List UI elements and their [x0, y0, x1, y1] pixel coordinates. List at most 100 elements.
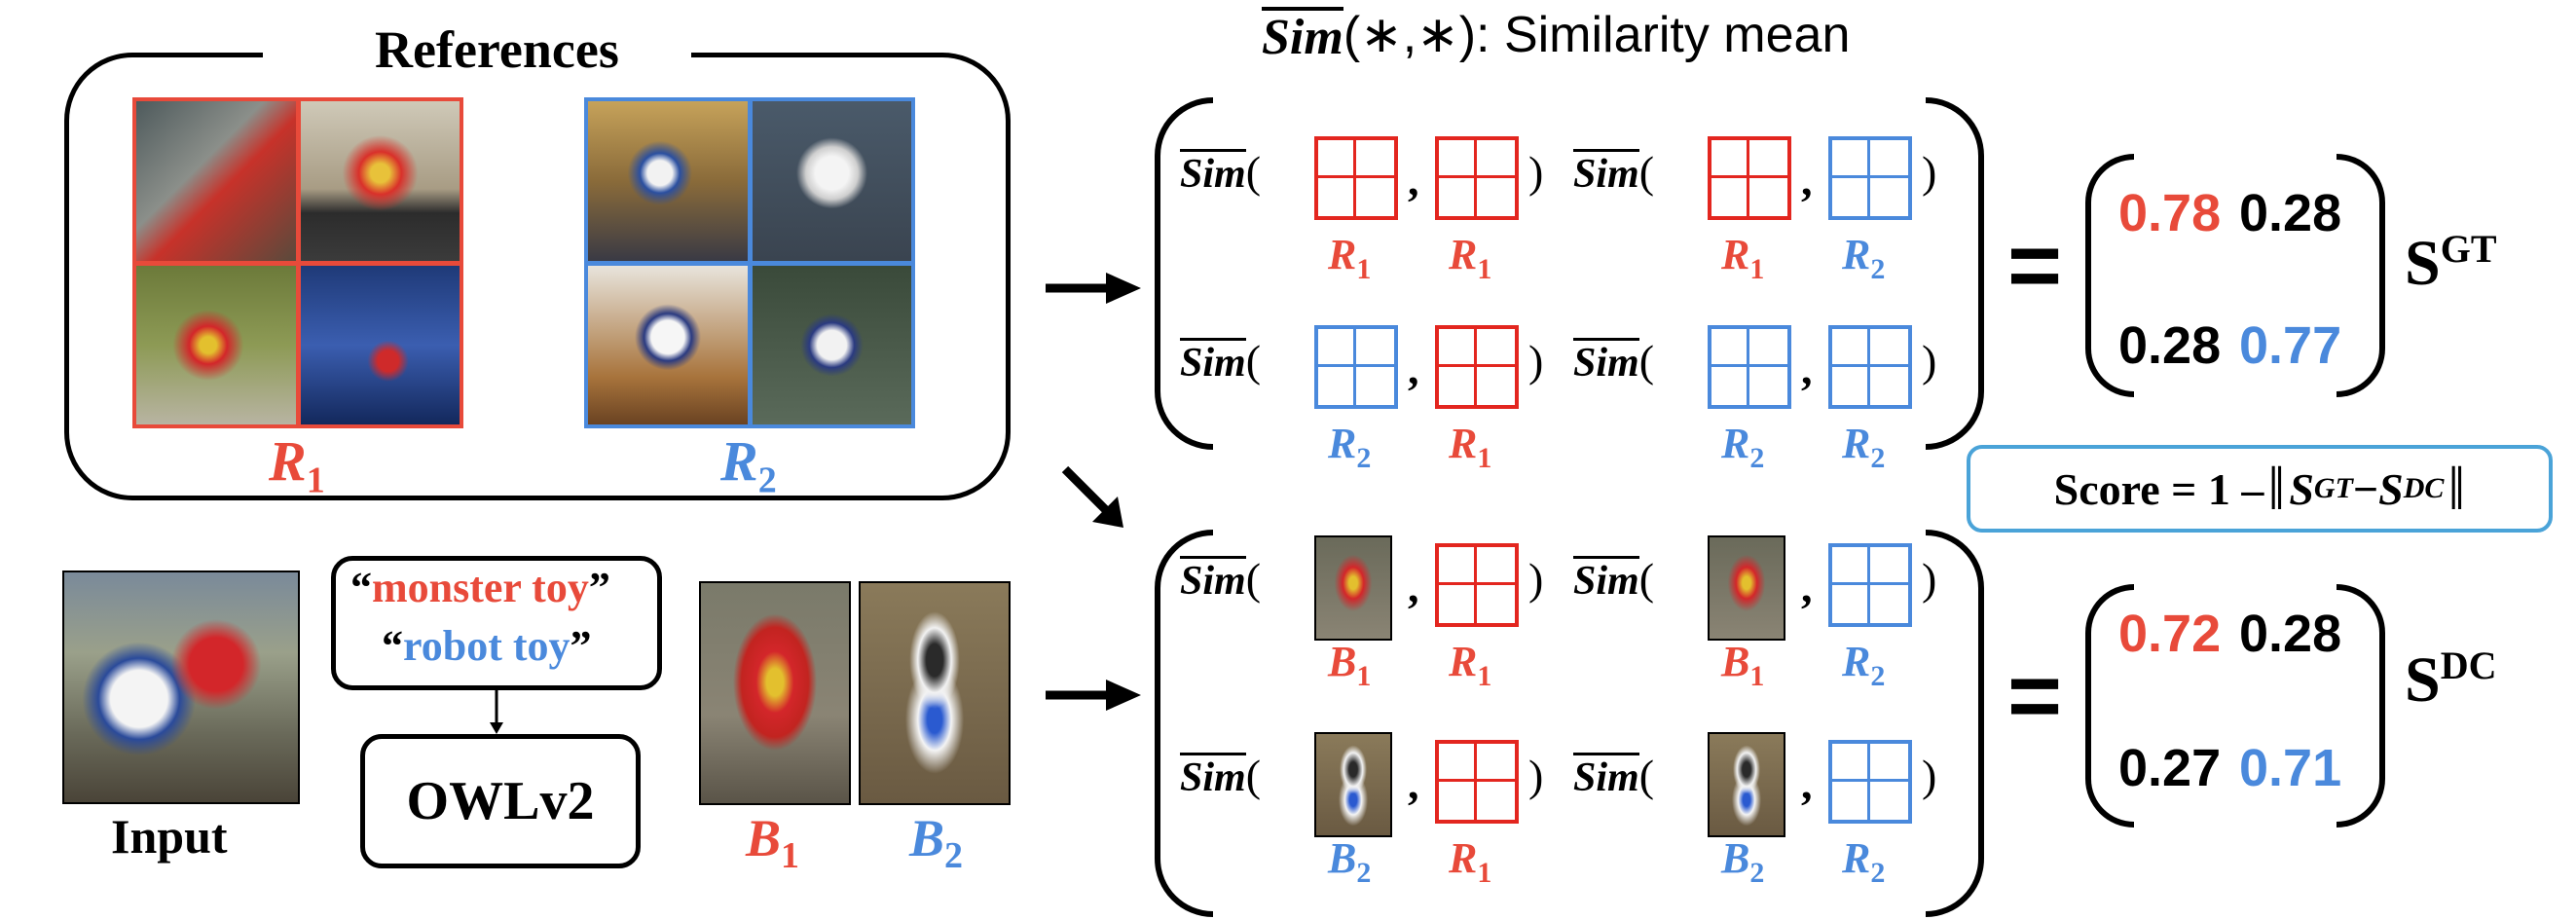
comma-gt-22: , [1801, 344, 1813, 393]
comma-dc-11: , [1408, 562, 1419, 611]
gt-value-12: 0.28 [2239, 184, 2342, 242]
references-title-gap [263, 39, 691, 68]
dc-matrix-right-paren [2337, 584, 2385, 828]
b1-label: B1 [746, 809, 800, 876]
pair-gt-12-second-r2 [1828, 136, 1912, 220]
r2-photo-1 [588, 101, 748, 261]
pair-dc-21-first-b2 [1314, 732, 1392, 837]
pair-dc-22-first-label: B2 [1721, 834, 1765, 889]
r1-photo-3 [136, 265, 296, 424]
pair-dc-11-first-b1 [1314, 535, 1392, 641]
pair-gt-12-first-r1 [1708, 136, 1791, 220]
pair-dc-12-first-label: B1 [1721, 638, 1765, 692]
similarity-mean-title: Sim (∗,∗): Similarity mean [1262, 7, 1851, 65]
arrow-to-gt [1046, 273, 1141, 304]
pair-dc-22-first-b2 [1708, 732, 1785, 837]
prompt-to-detector-arrow [490, 689, 503, 734]
pair-gt-22-second-label: R2 [1842, 420, 1886, 474]
pair-gt-21-first-label: R2 [1328, 420, 1372, 474]
sim-operator-gt-12: Sim( [1573, 147, 1655, 197]
input-label: Input [111, 809, 228, 864]
r2-photo-4 [752, 265, 911, 424]
b2-label: B2 [909, 809, 964, 876]
equals-dc: = [2007, 644, 2063, 748]
sim-operator-gt-21: Sim( [1180, 336, 1262, 386]
pair-dc-12-first-b1 [1708, 535, 1785, 641]
sim-operator-dc-12: Sim( [1573, 554, 1655, 604]
equals-gt: = [2007, 213, 2063, 317]
gt-matrix-right-paren [2337, 154, 2385, 397]
pair-gt-22-first-label: R2 [1721, 420, 1765, 474]
pair-gt-11-first-label: R1 [1328, 231, 1372, 285]
b2-crop-image [859, 581, 1011, 805]
comma-gt-21: , [1408, 344, 1419, 393]
r1-label: R1 [269, 429, 325, 501]
pair-dc-11-second-label: R1 [1449, 638, 1492, 692]
comma-dc-12: , [1801, 562, 1813, 611]
r1-image-grid [132, 97, 463, 428]
arrow-diagonal [1061, 465, 1123, 528]
r2-photo-3 [588, 265, 748, 424]
sim-operator-dc-11: Sim( [1180, 554, 1262, 604]
pair-dc-21-second-r1 [1435, 740, 1519, 824]
sim-operator-gt-11: Sim( [1180, 147, 1262, 197]
pair-gt-22-first-r2 [1708, 325, 1791, 409]
prompt-robot-toy: “robot toy” [382, 622, 592, 670]
dc-value-12: 0.28 [2239, 605, 2342, 663]
pair-gt-21-second-r1 [1435, 325, 1519, 409]
comma-gt-11: , [1408, 155, 1419, 204]
gt-value-11: 0.78 [2118, 184, 2222, 242]
pair-gt-21-first-r2 [1314, 325, 1398, 409]
r1-photo-4 [300, 265, 460, 424]
s-dc-symbol: SDC [2405, 644, 2497, 716]
pair-dc-12-second-label: R2 [1842, 638, 1886, 692]
pair-gt-11-first-r1 [1314, 136, 1398, 220]
sim-operator-dc-21: Sim( [1180, 751, 1262, 800]
dc-value-11: 0.72 [2118, 605, 2222, 663]
pair-dc-11-first-label: B1 [1328, 638, 1372, 692]
pair-dc-12-second-r2 [1828, 543, 1912, 627]
comma-dc-21: , [1408, 758, 1419, 808]
pair-gt-22-second-r2 [1828, 325, 1912, 409]
arrow-to-dc [1046, 680, 1141, 711]
r2-photo-2 [752, 101, 911, 261]
close-paren-dc-11: ) [1528, 554, 1544, 604]
comma-gt-12: , [1801, 155, 1813, 204]
close-paren-dc-12: ) [1922, 554, 1937, 604]
owlv2-label: OWLv2 [406, 771, 595, 831]
close-paren-gt-22: ) [1922, 336, 1937, 386]
gt-value-22: 0.77 [2239, 316, 2342, 375]
pair-dc-21-second-label: R1 [1449, 834, 1492, 889]
close-paren-gt-12: ) [1922, 147, 1937, 197]
dc-value-21: 0.27 [2118, 739, 2222, 797]
prompt-monster-toy: “monster toy” [350, 564, 610, 611]
text-prompt-box [331, 556, 662, 690]
pair-dc-22-second-r2 [1828, 740, 1912, 824]
comma-dc-22: , [1801, 758, 1813, 808]
gt-value-21: 0.28 [2118, 316, 2222, 375]
owlv2-detector-box: OWLv2 [360, 734, 641, 868]
b1-crop-image [699, 581, 851, 805]
close-paren-gt-21: ) [1528, 336, 1544, 386]
input-image [62, 570, 300, 804]
close-paren-dc-21: ) [1528, 751, 1544, 800]
pair-dc-11-second-r1 [1435, 543, 1519, 627]
pair-gt-12-second-label: R2 [1842, 231, 1886, 285]
references-title: References [375, 20, 619, 79]
pair-dc-21-first-label: B2 [1328, 834, 1372, 889]
pair-gt-21-second-label: R1 [1449, 420, 1492, 474]
r2-image-grid [584, 97, 915, 428]
pair-gt-12-first-label: R1 [1721, 231, 1765, 285]
sim-operator-gt-22: Sim( [1573, 336, 1655, 386]
r1-photo-2 [300, 101, 460, 261]
pair-gt-11-second-r1 [1435, 136, 1519, 220]
pair-gt-11-second-label: R1 [1449, 231, 1492, 285]
sim-overline-word: Sim [1262, 7, 1343, 63]
r1-photo-1 [136, 101, 296, 261]
close-paren-dc-22: ) [1922, 751, 1937, 800]
sim-operator-dc-22: Sim( [1573, 751, 1655, 800]
close-paren-gt-11: ) [1528, 147, 1544, 197]
r2-label: R2 [720, 429, 777, 501]
dc-value-22: 0.71 [2239, 739, 2342, 797]
